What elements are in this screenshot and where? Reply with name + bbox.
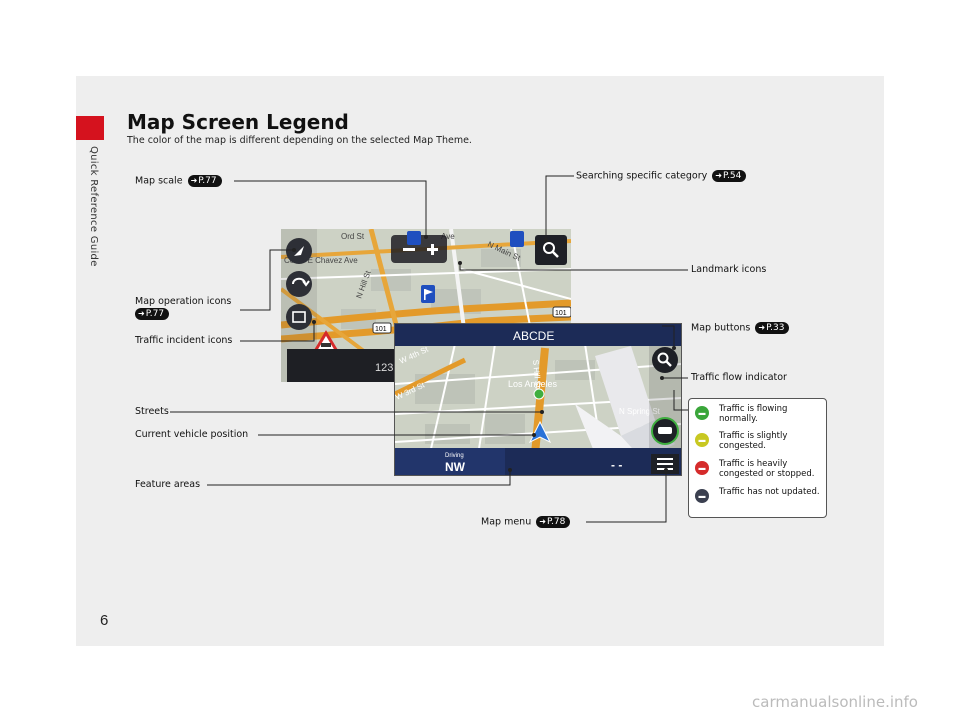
car-icon: ▬: [695, 433, 709, 447]
callout-searching-category: Searching specific category ➜P.54: [576, 170, 747, 182]
callout-map-buttons: Map buttons ➜P.33: [691, 322, 790, 334]
distance-placeholder: - -: [611, 458, 622, 472]
section-tab: [76, 116, 104, 140]
callout-streets: Streets: [135, 406, 169, 417]
callout-map-operation-icons: Map operation icons ➜P.77: [135, 296, 232, 320]
page-ref-badge[interactable]: ➜P.77: [187, 175, 222, 187]
callout-traffic-incident-icons: Traffic incident icons: [135, 335, 233, 346]
heading-label: NW: [445, 460, 466, 474]
callout-map-menu: Map menu ➜P.78: [481, 516, 571, 528]
legend-item: ▬ Traffic is heavily congested or stoppe…: [695, 459, 823, 479]
callout-current-vehicle-position: Current vehicle position: [135, 429, 249, 440]
arrow-icon: ➜: [758, 323, 766, 332]
street-label: Ord St: [341, 232, 365, 241]
watermark: carmanualsonline.info: [752, 693, 918, 711]
car-icon: ▬: [695, 406, 709, 420]
legend-item: ▬ Traffic is slightly congested.: [695, 431, 823, 451]
map-detail-graphic: ABCDE Los Angeles W 4th St W 3rd St S Hi…: [395, 324, 681, 475]
place-label: Los Angeles: [508, 379, 558, 389]
map-screenshot-detail: ABCDE Los Angeles W 4th St W 3rd St S Hi…: [395, 324, 681, 475]
address-label: 123: [375, 362, 393, 374]
traffic-legend: ▬ Traffic is flowing normally. ▬ Traffic…: [688, 398, 827, 518]
page-ref-badge[interactable]: ➜P.54: [712, 170, 747, 182]
road-shield-label: 101: [375, 326, 387, 333]
callout-landmark-icons: Landmark icons: [691, 264, 767, 275]
page-subtitle: The color of the map is different depend…: [127, 135, 472, 146]
page-title: Map Screen Legend: [127, 110, 349, 134]
callout-feature-areas: Feature areas: [135, 479, 201, 490]
car-icon: ▬: [695, 489, 709, 503]
car-icon: ▬: [695, 461, 709, 475]
arrow-icon: ➜: [539, 517, 546, 526]
map-header-label: ABCDE: [513, 329, 554, 343]
heading-caption: Driving: [445, 453, 464, 459]
side-label: Quick Reference Guide: [88, 146, 99, 267]
street-label: Ave: [441, 232, 455, 241]
street-label: S Hill St: [531, 359, 543, 389]
page-ref-badge[interactable]: ➜P.77: [135, 308, 170, 320]
arrow-icon: ➜: [190, 176, 198, 185]
road-shield-label: 101: [555, 310, 567, 317]
street-label: N Spring St: [619, 407, 661, 416]
legend-item: ▬ Traffic is flowing normally.: [695, 404, 823, 424]
page-ref-badge[interactable]: ➜P.33: [755, 322, 790, 334]
arrow-icon: ➜: [138, 309, 145, 318]
callout-map-scale: Map scale ➜P.77: [135, 175, 222, 187]
page-number: 6: [100, 612, 109, 629]
legend-item: ▬ Traffic has not updated.: [695, 487, 823, 503]
arrow-icon: ➜: [715, 171, 722, 180]
page-ref-badge[interactable]: ➜P.78: [536, 516, 571, 528]
street-label: Cesar E Chavez Ave: [284, 256, 358, 265]
callout-traffic-flow-indicator: Traffic flow indicator: [691, 372, 787, 383]
